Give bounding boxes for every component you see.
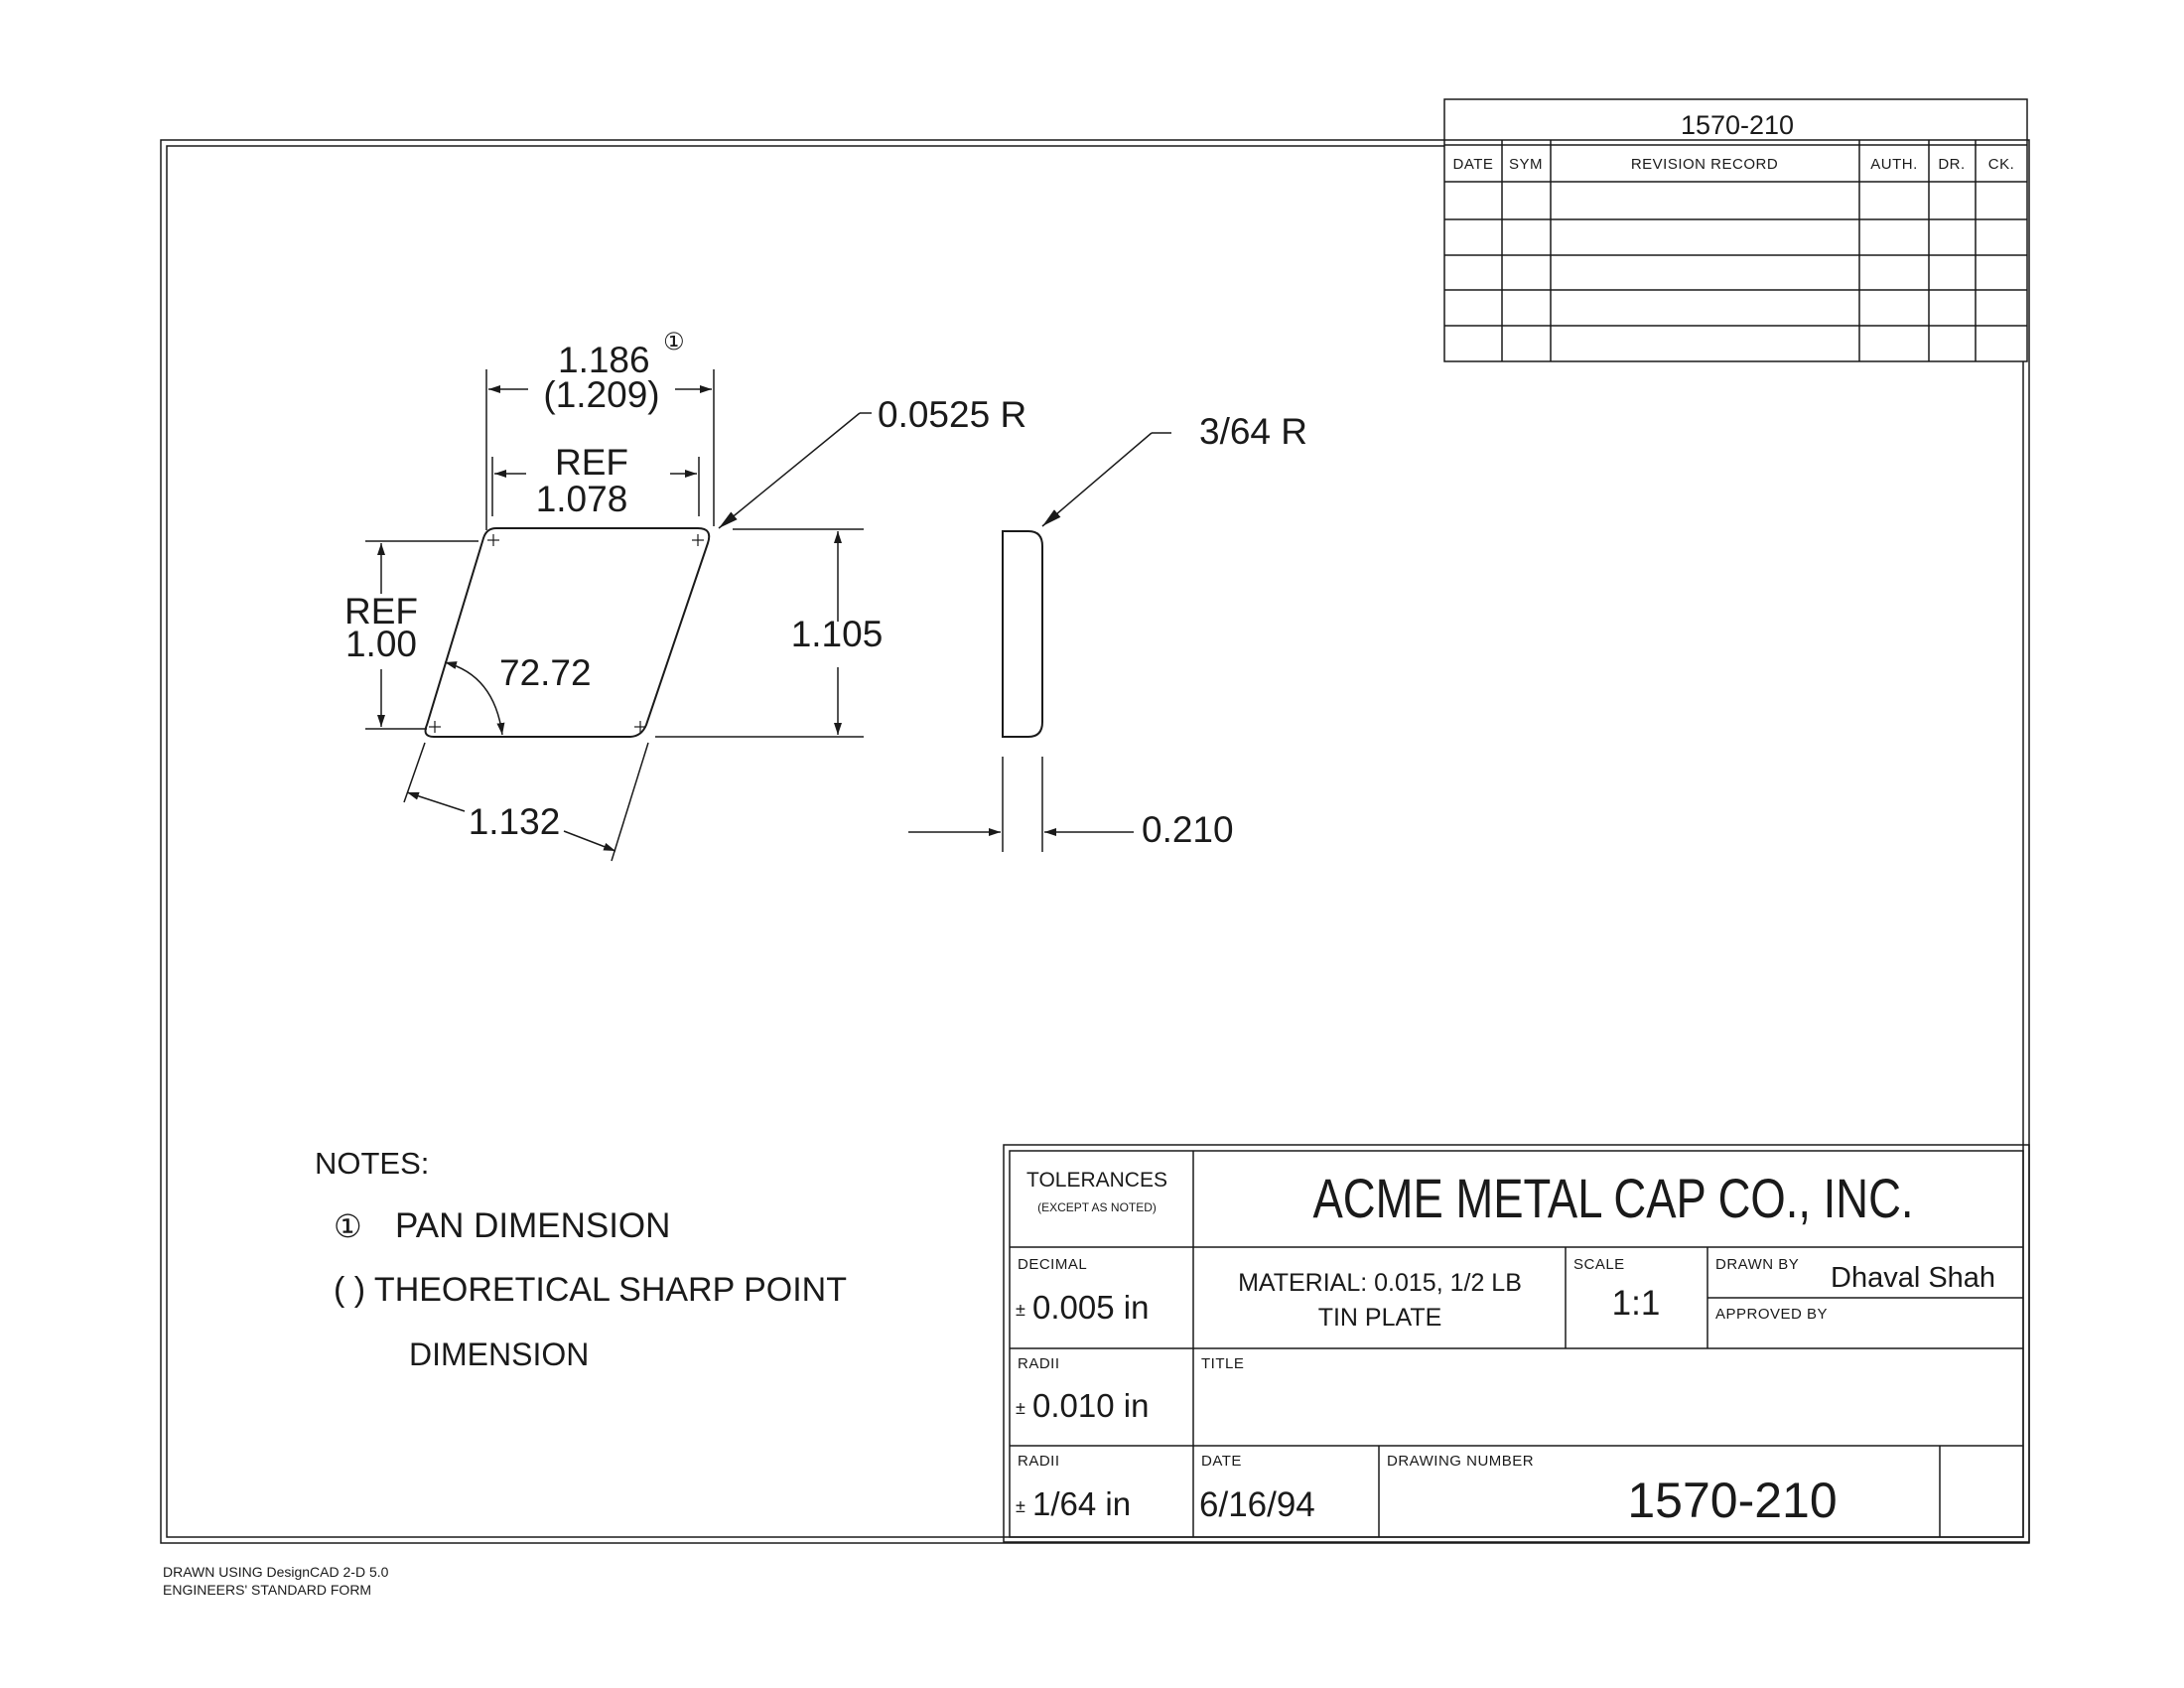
tolerances-sub: (EXCEPT AS NOTED) bbox=[1037, 1200, 1157, 1214]
note-theoretical-line2: DIMENSION bbox=[409, 1336, 589, 1372]
angle-label: 72.72 bbox=[499, 652, 592, 693]
material-line1: MATERIAL: 0.015, 1/2 LB bbox=[1238, 1269, 1522, 1297]
dimension-lines bbox=[377, 385, 1171, 852]
ref-left-label: REF bbox=[344, 591, 418, 632]
part-outline bbox=[424, 527, 711, 738]
thickness-label: 0.210 bbox=[1142, 809, 1234, 850]
rev-col-ck: CK. bbox=[1988, 156, 2015, 173]
height-label: 1.105 bbox=[791, 614, 884, 654]
extension-lines bbox=[365, 369, 864, 862]
revision-drawing-number: 1570-210 bbox=[1681, 110, 1794, 140]
decimal-value: 0.005 in bbox=[1032, 1289, 1149, 1326]
edge-radius-label: 3/64 R bbox=[1199, 411, 1307, 452]
rev-col-date: DATE bbox=[1453, 156, 1494, 173]
radii1-plus-minus: ± bbox=[1016, 1398, 1025, 1418]
dim-top-pan: 1.186 bbox=[558, 340, 650, 380]
scale-value: 1:1 bbox=[1612, 1284, 1661, 1323]
date-label: DATE bbox=[1201, 1453, 1242, 1470]
company-name: ACME METAL CAP CO., INC. bbox=[1313, 1167, 1914, 1229]
footer-line2: ENGINEERS' STANDARD FORM bbox=[163, 1582, 371, 1598]
title-label: TITLE bbox=[1201, 1355, 1244, 1372]
radii2-label: RADII bbox=[1018, 1453, 1060, 1470]
radii1-label: RADII bbox=[1018, 1355, 1060, 1372]
approved-by-label: APPROVED BY bbox=[1715, 1306, 1828, 1323]
drawn-by-label: DRAWN BY bbox=[1715, 1256, 1799, 1273]
revision-block bbox=[1443, 98, 2028, 362]
note-pan-dimension: PAN DIMENSION bbox=[395, 1206, 670, 1245]
scale-label: SCALE bbox=[1573, 1256, 1625, 1273]
footer-line1: DRAWN USING DesignCAD 2-D 5.0 bbox=[163, 1564, 389, 1580]
rev-col-auth: AUTH. bbox=[1870, 156, 1918, 173]
ref-left-value: 1.00 bbox=[345, 624, 417, 664]
tolerances-label: TOLERANCES bbox=[1026, 1169, 1167, 1192]
notes-heading: NOTES: bbox=[315, 1146, 429, 1181]
decimal-plus-minus: ± bbox=[1016, 1300, 1025, 1320]
dim-top-theoretical: (1.209) bbox=[543, 374, 659, 415]
note-theoretical-line1: ( ) THEORETICAL SHARP POINT bbox=[334, 1271, 847, 1309]
material-line2: TIN PLATE bbox=[1318, 1304, 1442, 1332]
ref-top-label: REF bbox=[555, 442, 628, 483]
radii2-value: 1/64 in bbox=[1032, 1485, 1131, 1522]
drawing-number-value: 1570-210 bbox=[1627, 1473, 1837, 1528]
date-value: 6/16/94 bbox=[1199, 1485, 1315, 1524]
corner-centers bbox=[429, 534, 704, 733]
drawing-number-label: DRAWING NUMBER bbox=[1387, 1453, 1534, 1470]
title-block bbox=[1003, 1144, 2030, 1543]
slant-length-label: 1.132 bbox=[469, 801, 561, 842]
corner-radius-label: 0.0525 R bbox=[878, 394, 1026, 435]
decimal-label: DECIMAL bbox=[1018, 1256, 1087, 1273]
radii2-plus-minus: ± bbox=[1016, 1496, 1025, 1516]
side-view-extensions bbox=[908, 757, 1134, 852]
radii1-value: 0.010 in bbox=[1032, 1387, 1149, 1424]
ref-top-value: 1.078 bbox=[536, 479, 628, 519]
pan-symbol: ① bbox=[663, 329, 685, 355]
rev-col-dr: DR. bbox=[1938, 156, 1965, 173]
notes-pan-symbol: ① bbox=[334, 1208, 362, 1244]
side-view bbox=[1002, 530, 1043, 738]
rev-col-record: REVISION RECORD bbox=[1631, 156, 1778, 173]
rev-col-sym: SYM bbox=[1509, 156, 1543, 173]
drawn-by-value: Dhaval Shah bbox=[1831, 1262, 1995, 1294]
